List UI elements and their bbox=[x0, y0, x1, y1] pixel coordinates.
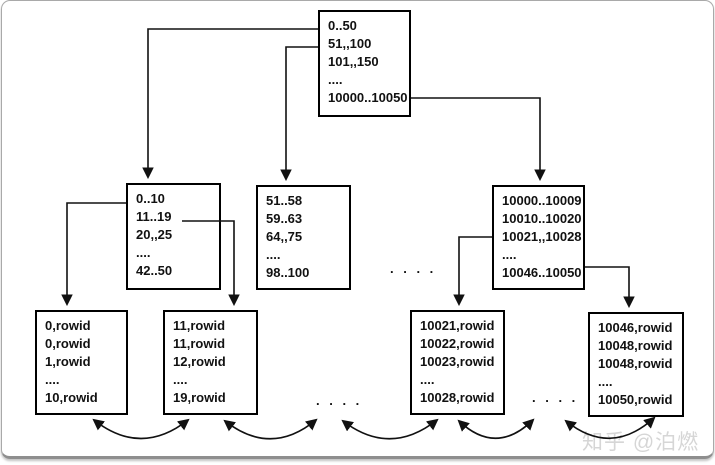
node-row: .... bbox=[502, 247, 517, 262]
branch-node-middle: 51..58 59..63 64,,75 .... 98..100 bbox=[256, 185, 351, 290]
node-row: 1,rowid bbox=[45, 354, 91, 369]
leaf-link-arrow-3 bbox=[341, 418, 439, 440]
node-row: 11..19 bbox=[136, 209, 172, 224]
branch-node-left: 0..10 11..19 20,,25 .... 42..50 bbox=[126, 183, 221, 290]
edge-branch-right-to-leaf-4 bbox=[585, 266, 635, 309]
node-row: 11,rowid bbox=[173, 336, 226, 351]
edge-root-to-branch-left bbox=[142, 28, 318, 180]
node-row: 10048,rowid bbox=[598, 338, 673, 353]
node-row: 10022,rowid bbox=[420, 336, 495, 351]
edge-branch-left-to-leaf-1 bbox=[61, 202, 126, 307]
node-row: 10021,,10028 bbox=[502, 229, 582, 244]
node-row: 10046,rowid bbox=[598, 320, 673, 335]
node-row: 10010..10020 bbox=[502, 211, 582, 226]
node-row: 11,rowid bbox=[173, 318, 226, 333]
node-row: 51..58 bbox=[266, 193, 303, 208]
node-row: 10023,rowid bbox=[420, 354, 495, 369]
node-row: 42..50 bbox=[136, 263, 173, 278]
node-row: 10028,rowid bbox=[420, 390, 495, 405]
node-row: 20,,25 bbox=[136, 227, 173, 242]
leaf-node-1: 0,rowid 0,rowid 1,rowid .... 10,rowid bbox=[35, 310, 128, 415]
node-row: 10,rowid bbox=[45, 390, 98, 405]
edge-root-to-branch-right bbox=[411, 97, 546, 182]
leaf-link-arrow-1 bbox=[92, 418, 190, 440]
node-row: 0..50 bbox=[328, 18, 357, 33]
node-row: .... bbox=[173, 372, 188, 387]
node-row: 0,rowid bbox=[45, 318, 91, 333]
node-row: 10000..10009 bbox=[502, 193, 582, 208]
node-row: 12,rowid bbox=[173, 354, 226, 369]
node-row: 10021,rowid bbox=[420, 318, 495, 333]
node-row: 10000..10050 bbox=[328, 90, 408, 105]
root-node: 0..50 51,,100 101,,150 .... 10000..10050 bbox=[318, 10, 411, 117]
node-row: .... bbox=[420, 372, 435, 387]
node-row: 19,rowid bbox=[173, 390, 226, 405]
edge-branch-right-to-leaf-3 bbox=[453, 236, 492, 307]
watermark: 知乎 @泊燃 bbox=[582, 431, 700, 454]
node-row: 101,,150 bbox=[328, 54, 379, 69]
ellipsis-branch-level: . . . . bbox=[390, 261, 437, 276]
node-row: .... bbox=[598, 374, 613, 389]
node-row: 10046..10050 bbox=[502, 265, 582, 280]
node-row: 10048,rowid bbox=[598, 356, 673, 371]
leaf-node-2: 11,rowid 11,rowid 12,rowid .... 19,rowid bbox=[163, 310, 258, 415]
edge-root-to-branch-middle bbox=[280, 46, 318, 182]
node-row: 59..63 bbox=[266, 211, 303, 226]
node-row: 98..100 bbox=[266, 265, 310, 280]
node-row: 0,rowid bbox=[45, 336, 91, 351]
node-row: 64,,75 bbox=[266, 229, 303, 244]
node-row: .... bbox=[45, 372, 60, 387]
leaf-node-4: 10046,rowid 10048,rowid 10048,rowid ....… bbox=[588, 312, 684, 417]
leaf-node-3: 10021,rowid 10022,rowid 10023,rowid ....… bbox=[410, 310, 505, 415]
ellipsis-leaf-level-left: . . . . bbox=[316, 393, 363, 408]
node-row: 0..10 bbox=[136, 191, 165, 206]
node-row: .... bbox=[266, 247, 281, 262]
node-row: 51,,100 bbox=[328, 36, 372, 51]
node-row: .... bbox=[136, 245, 151, 260]
branch-node-right: 10000..10009 10010..10020 10021,,10028 .… bbox=[492, 185, 585, 290]
leaf-link-arrow-2 bbox=[223, 418, 318, 440]
leaf-link-arrow-4 bbox=[457, 418, 535, 440]
node-row: .... bbox=[328, 72, 343, 87]
ellipsis-leaf-level-right: . . . . bbox=[532, 390, 579, 405]
node-row: 10050,rowid bbox=[598, 392, 673, 407]
